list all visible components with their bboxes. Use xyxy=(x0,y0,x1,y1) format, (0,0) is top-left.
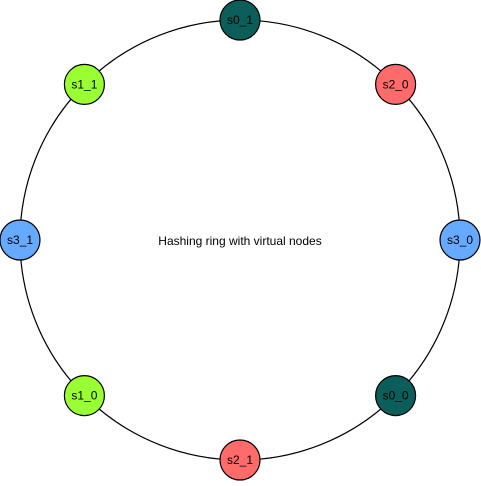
virtual-node-circle xyxy=(0,219,41,261)
virtual-node-s2-1: s2_1 xyxy=(219,439,261,481)
virtual-node-s0-0: s0_0 xyxy=(375,375,417,417)
virtual-node-circle xyxy=(219,439,261,481)
virtual-node-s1-0: s1_0 xyxy=(63,375,106,417)
virtual-node-label: s3_1 xyxy=(7,233,33,247)
virtual-node-s1-1: s1_1 xyxy=(63,63,106,106)
virtual-node-circle xyxy=(63,63,106,106)
virtual-node-label: s0_1 xyxy=(227,13,253,27)
virtual-node-circle xyxy=(63,375,106,417)
virtual-node-label: s1_1 xyxy=(71,77,97,91)
virtual-node-label: s2_1 xyxy=(227,453,253,467)
virtual-node-s2-0: s2_0 xyxy=(375,63,417,106)
virtual-node-label: s1_0 xyxy=(71,389,97,403)
virtual-node-label: s3_0 xyxy=(447,233,473,247)
virtual-node-s3-0: s3_0 xyxy=(439,219,481,261)
ring-center-label: Hashing ring with virtual nodes xyxy=(158,234,321,248)
virtual-node-circle xyxy=(375,375,417,417)
virtual-node-label: s0_0 xyxy=(383,389,409,403)
virtual-node-label: s2_0 xyxy=(383,77,409,91)
virtual-node-circle xyxy=(375,63,417,106)
virtual-node-s0-1: s0_1 xyxy=(219,0,261,41)
virtual-node-circle xyxy=(439,219,481,261)
virtual-node-circle xyxy=(219,0,261,41)
virtual-node-s3-1: s3_1 xyxy=(0,219,41,261)
